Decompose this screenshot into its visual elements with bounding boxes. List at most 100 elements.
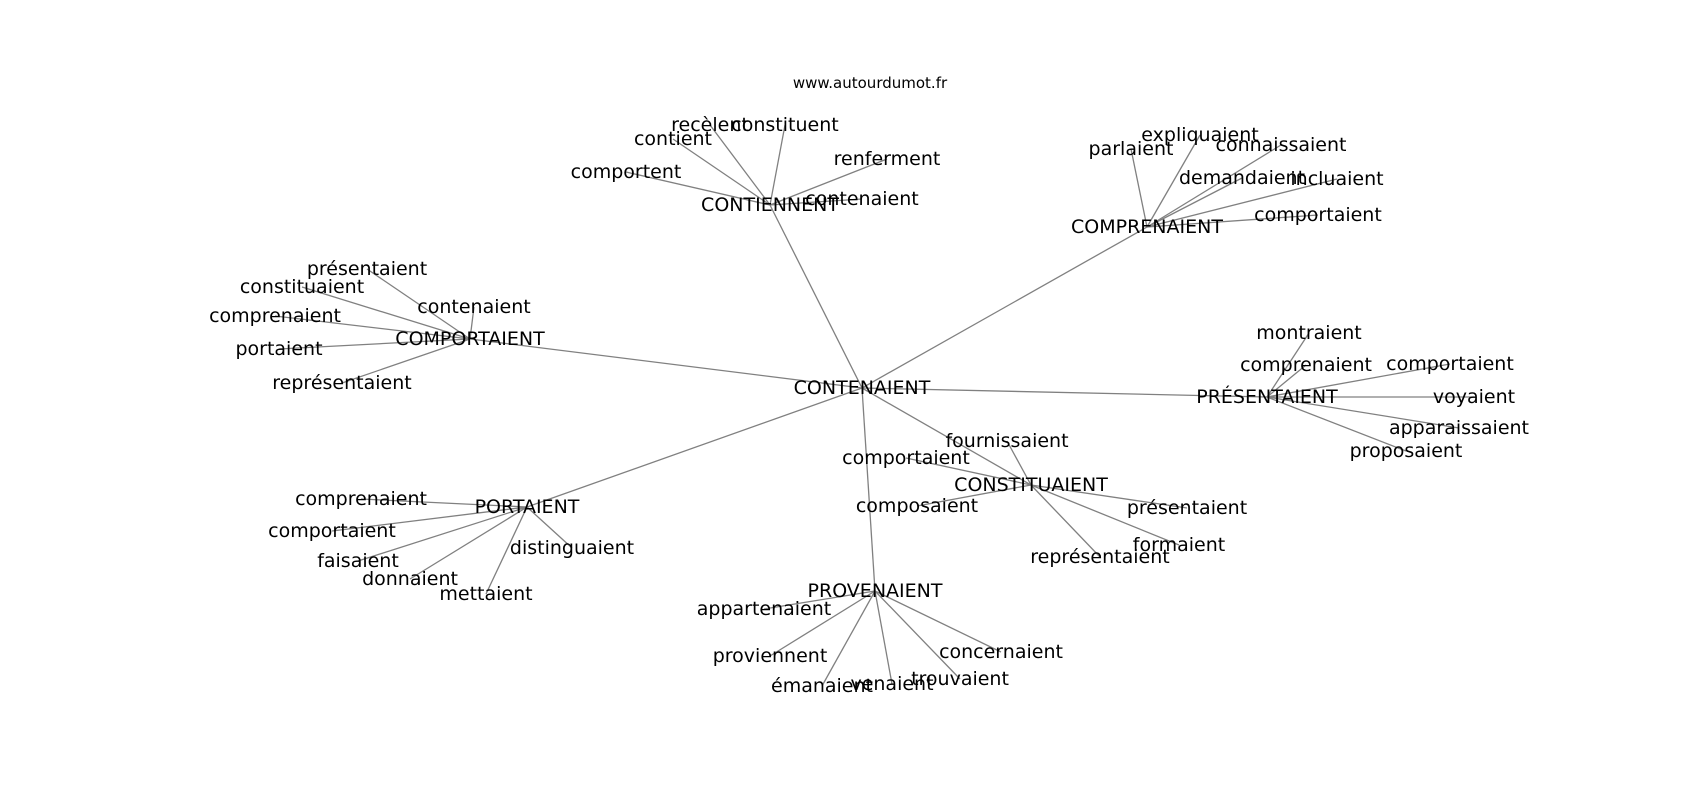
- edge-presentaient-leaf-4: [1266, 396, 1460, 429]
- edge-comprenaient-leaf-1: [1130, 148, 1148, 228]
- leaf-node-presentaient-2: comportaient: [1386, 353, 1514, 375]
- leaf-node-comportaient-1: constituaient: [240, 276, 364, 298]
- leaf-node-contiennent-0: recèlent: [671, 114, 749, 136]
- edge-center-presentaient: [861, 387, 1268, 398]
- leaf-node-comprenaient-4: incluaient: [1290, 168, 1383, 190]
- edge-comprenaient-leaf-2: [1146, 144, 1282, 228]
- leaf-node-comportaient-3: comprenaient: [209, 305, 341, 327]
- edge-portaient-leaf-4: [409, 506, 528, 580]
- leaf-node-constituaient-4: formaient: [1133, 534, 1225, 556]
- edge-contiennent-leaf-2: [672, 138, 771, 206]
- leaf-node-comportaient-5: représentaient: [272, 372, 411, 394]
- leaf-node-presentaient-4: apparaissaient: [1389, 417, 1529, 439]
- leaf-node-comprenaient-2: connaissaient: [1216, 134, 1347, 156]
- edge-presentaient-leaf-5: [1266, 396, 1407, 452]
- edge-center-constituaient: [861, 387, 1032, 486]
- edge-comportaient-leaf-2: [469, 306, 475, 340]
- leaf-node-comprenaient-5: comportaient: [1254, 204, 1382, 226]
- leaf-node-presentaient-0: montraient: [1256, 322, 1362, 344]
- edge-constituaient-leaf-1: [905, 457, 1032, 486]
- hub-node-comprenaient: COMPRENAIENT: [1071, 216, 1223, 238]
- leaf-node-comportaient-2: contenaient: [417, 296, 530, 318]
- graph-edges: [274, 124, 1474, 687]
- edge-portaient-leaf-0: [360, 498, 528, 508]
- edge-center-comprenaient: [861, 226, 1148, 389]
- edge-center-portaient: [526, 387, 863, 508]
- hub-node-contiennent: CONTIENNENT: [701, 194, 839, 216]
- edge-presentaient-leaf-0: [1266, 332, 1310, 398]
- edge-portaient-leaf-2: [357, 506, 528, 562]
- leaf-node-contiennent-1: constituent: [731, 114, 838, 136]
- hub-node-portaient: PORTAIENT: [475, 496, 580, 518]
- edge-provenaient-leaf-4: [874, 590, 893, 685]
- center-node: CONTENAIENT: [794, 377, 931, 399]
- leaf-node-provenaient-0: appartenaient: [697, 598, 832, 620]
- edge-comportaient-leaf-0: [366, 268, 471, 340]
- leaf-node-provenaient-3: émanaient: [771, 675, 873, 697]
- leaf-node-contiennent-2: contient: [634, 128, 712, 150]
- leaf-node-comportaient-4: portaient: [235, 338, 322, 360]
- edge-center-provenaient: [861, 387, 876, 592]
- leaf-node-presentaient-5: proposaient: [1350, 440, 1463, 462]
- leaf-node-comprenaient-0: expliquaient: [1141, 124, 1258, 146]
- edge-contiennent-leaf-1: [769, 124, 786, 206]
- edge-center-comportaient: [469, 338, 863, 389]
- leaf-node-portaient-3: distinguaient: [510, 537, 634, 559]
- edge-constituaient-leaf-0: [1006, 440, 1032, 486]
- edge-comportaient-leaf-3: [274, 315, 471, 340]
- edge-constituaient-leaf-4: [1030, 484, 1180, 546]
- edge-portaient-leaf-5: [485, 506, 528, 595]
- leaf-node-comportaient-0: présentaient: [307, 258, 427, 280]
- edge-constituaient-leaf-3: [1030, 484, 1188, 509]
- leaf-node-provenaient-5: trouvaient: [911, 668, 1009, 690]
- edge-contiennent-leaf-3: [625, 171, 771, 206]
- leaf-node-constituaient-1: comportaient: [842, 447, 970, 469]
- edge-constituaient-leaf-5: [1030, 484, 1101, 558]
- edge-comprenaient-leaf-0: [1146, 134, 1201, 228]
- leaf-node-constituaient-0: fournissaient: [945, 430, 1068, 452]
- leaf-node-portaient-2: faisaient: [317, 550, 399, 572]
- hub-node-presentaient: PRÉSENTAIENT: [1196, 385, 1338, 408]
- leaf-node-constituaient-2: composaient: [856, 495, 978, 517]
- edge-comportaient-leaf-4: [278, 338, 471, 350]
- edge-presentaient-leaf-1: [1266, 364, 1307, 398]
- leaf-node-portaient-1: comportaient: [268, 520, 396, 542]
- leaf-node-comprenaient-3: demandaient: [1179, 167, 1305, 189]
- edge-presentaient-leaf-2: [1266, 363, 1451, 398]
- edge-provenaient-leaf-5: [874, 590, 961, 680]
- leaf-node-constituaient-3: présentaient: [1127, 497, 1247, 519]
- leaf-node-contiennent-4: renferment: [834, 148, 941, 170]
- leaf-node-presentaient-3: voyaient: [1433, 386, 1515, 408]
- leaf-node-presentaient-1: comprenaient: [1240, 354, 1372, 376]
- edge-contiennent-leaf-4: [769, 158, 888, 206]
- leaf-node-portaient-0: comprenaient: [295, 488, 427, 510]
- leaf-node-portaient-5: mettaient: [439, 583, 532, 605]
- edge-provenaient-leaf-0: [763, 590, 876, 610]
- edge-provenaient-leaf-2: [874, 590, 1002, 653]
- leaf-node-contiennent-5: contenaient: [805, 188, 918, 210]
- edge-comprenaient-leaf-3: [1146, 177, 1243, 228]
- source-label: www.autourdumot.fr: [793, 74, 948, 92]
- edge-provenaient-leaf-1: [769, 590, 876, 657]
- edge-provenaient-leaf-3: [821, 590, 876, 687]
- edge-comprenaient-leaf-4: [1146, 178, 1338, 228]
- edge-portaient-leaf-1: [331, 506, 528, 532]
- edge-center-contiennent: [769, 204, 863, 389]
- edge-comportaient-leaf-1: [301, 286, 471, 340]
- hub-node-constituaient: CONSTITUAIENT: [954, 474, 1108, 496]
- edge-comprenaient-leaf-5: [1146, 214, 1319, 228]
- leaf-node-portaient-4: donnaient: [362, 568, 458, 590]
- edge-constituaient-leaf-2: [916, 484, 1032, 507]
- edge-contiennent-leaf-0: [709, 124, 771, 206]
- leaf-node-comprenaient-1: parlaient: [1089, 138, 1174, 160]
- hub-node-provenaient: PROVENAIENT: [808, 580, 943, 602]
- leaf-node-provenaient-1: proviennent: [713, 645, 828, 667]
- leaf-node-contiennent-3: comportent: [571, 161, 682, 183]
- hub-node-comportaient: COMPORTAIENT: [395, 328, 545, 350]
- edge-contiennent-leaf-5: [769, 198, 863, 206]
- edge-portaient-leaf-3: [526, 506, 573, 549]
- leaf-node-constituaient-5: représentaient: [1030, 546, 1169, 568]
- leaf-node-provenaient-2: concernaient: [939, 641, 1063, 663]
